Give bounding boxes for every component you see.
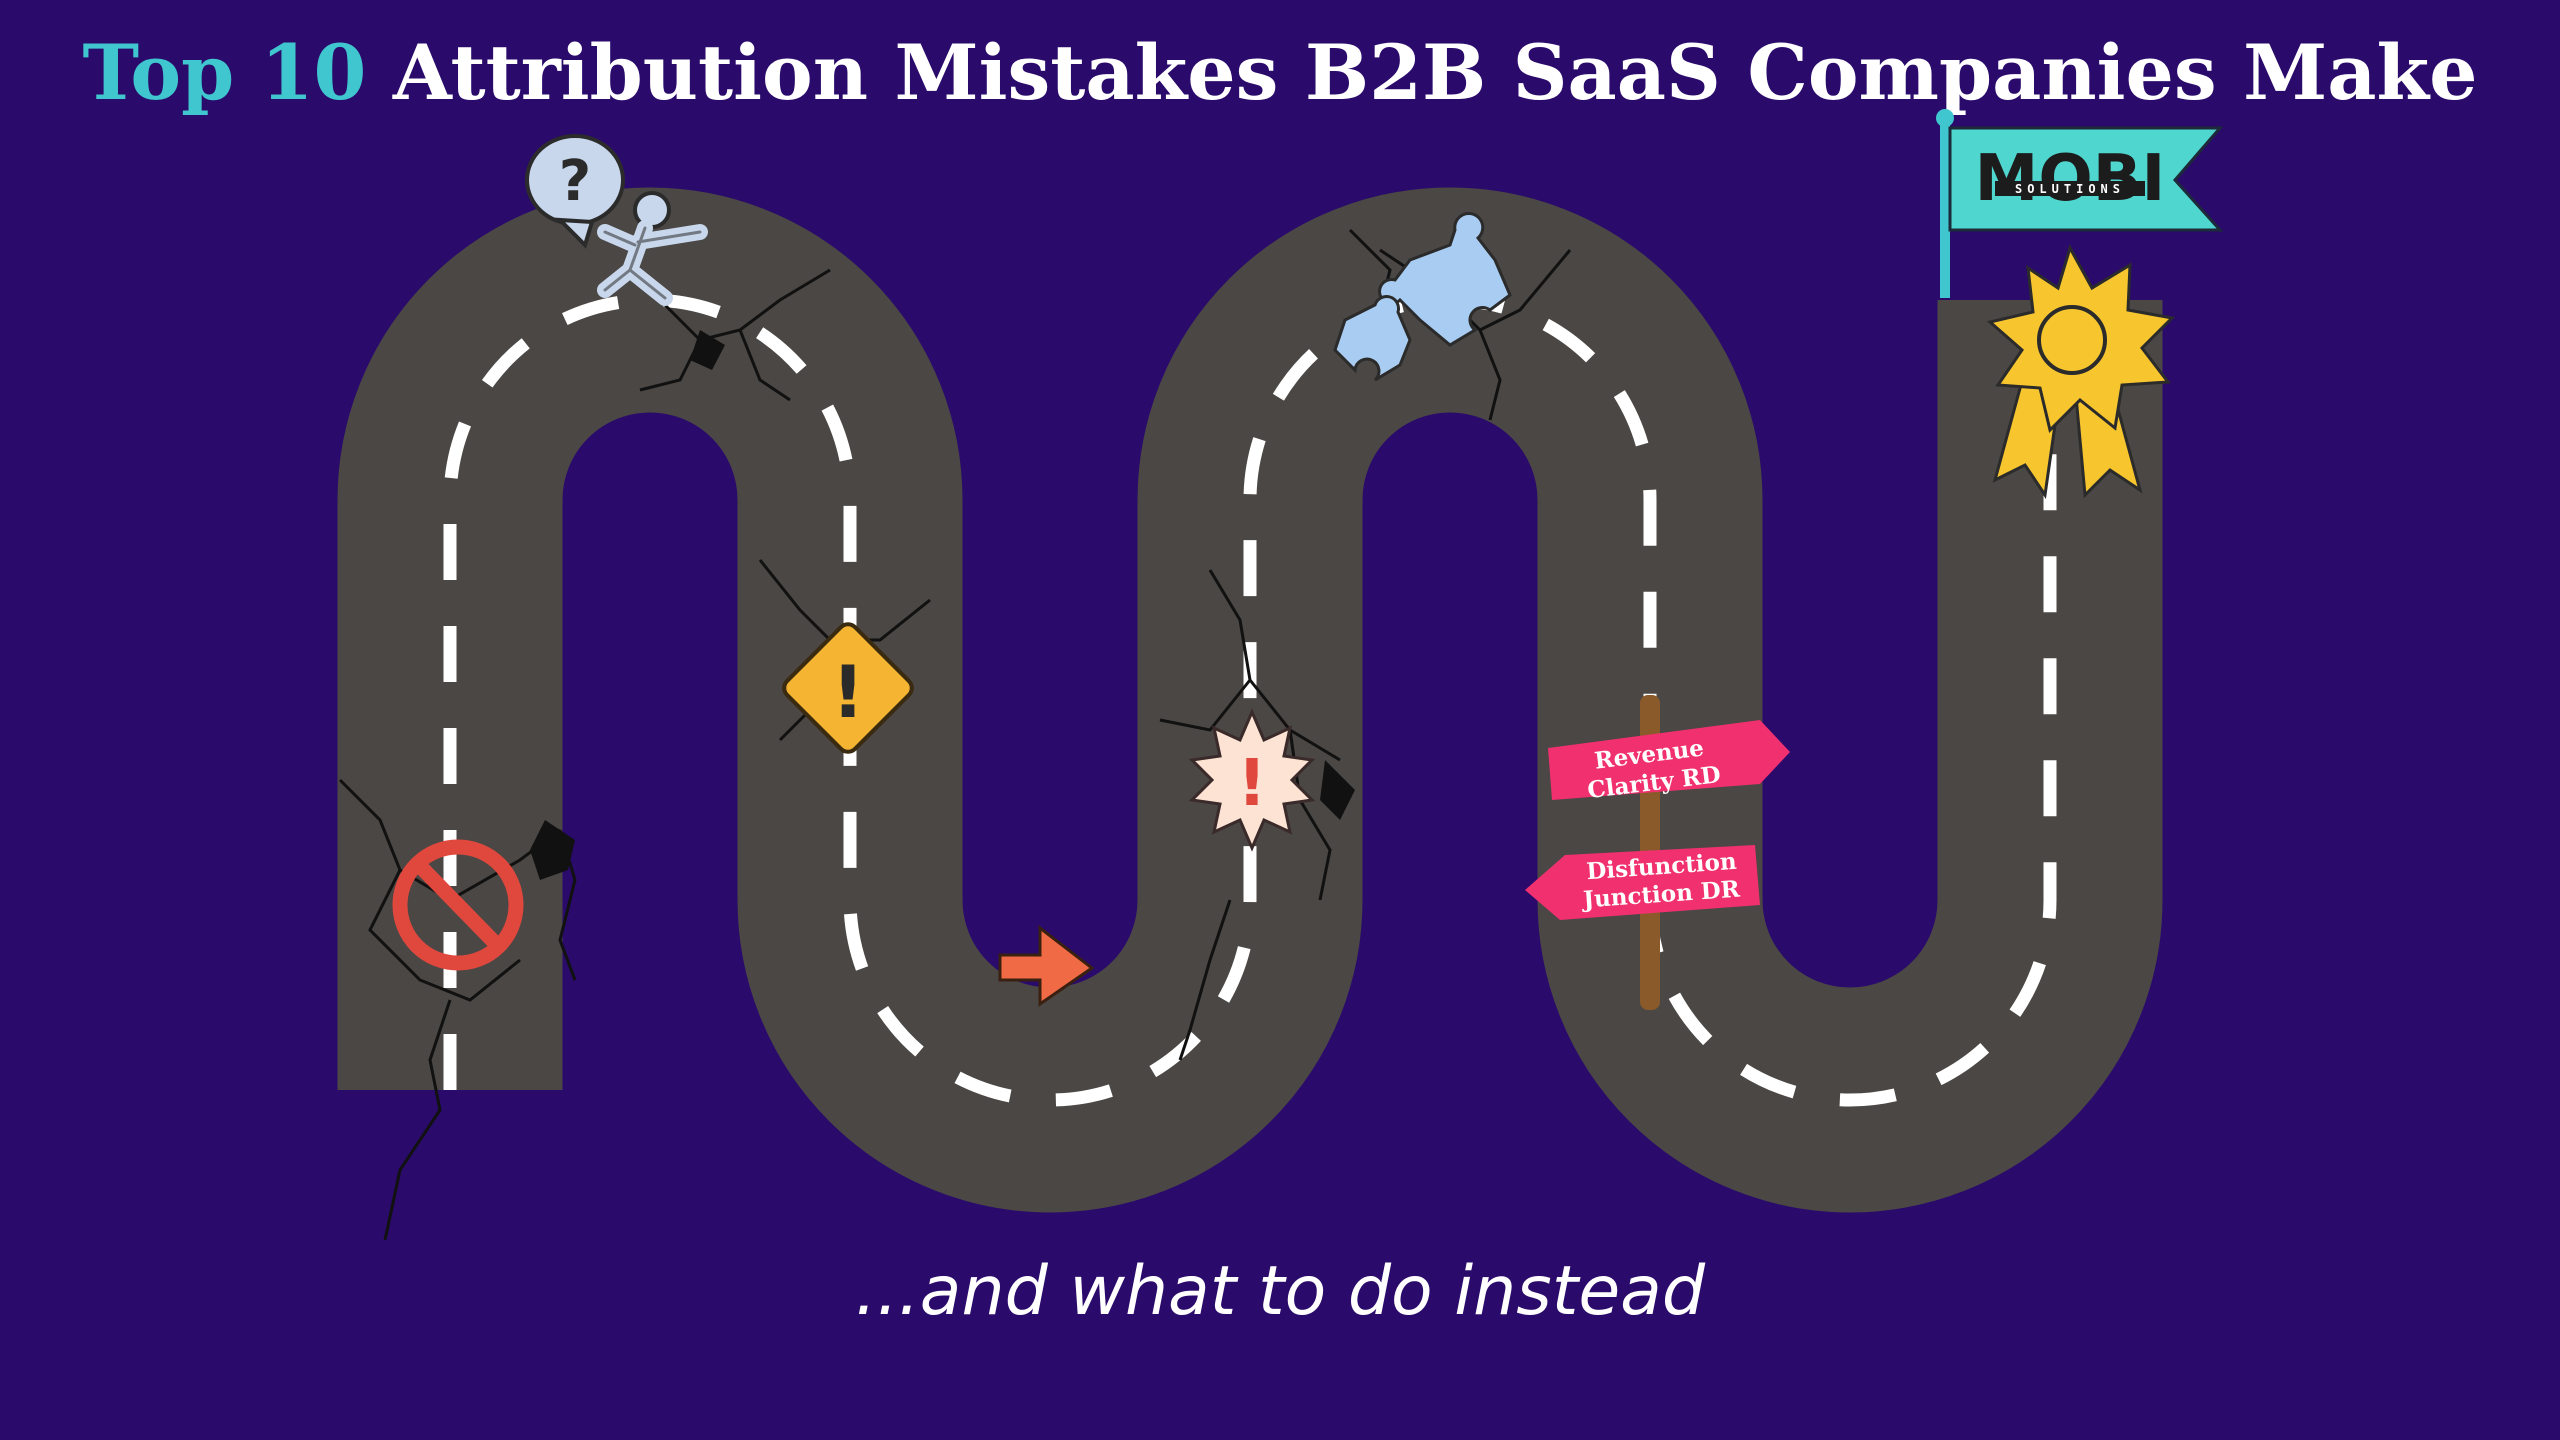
road-surface xyxy=(337,187,2163,1213)
mobi-flag: MOBI SOLUTIONS xyxy=(1936,109,2224,298)
sign-disfunction-junction xyxy=(1525,845,1760,920)
flag-brand: MOBI xyxy=(1975,142,2166,216)
alert-mark: ! xyxy=(1237,747,1266,821)
puzzle-pieces-icon xyxy=(1333,211,1512,382)
title-accent: Top 10 xyxy=(82,28,367,117)
award-badge-icon xyxy=(1986,244,2176,500)
flag-sub: SOLUTIONS xyxy=(2015,182,2125,196)
warning-icon: ! xyxy=(782,622,914,754)
crack-holes xyxy=(530,330,1355,880)
road-center-dashes xyxy=(443,293,2057,1107)
alert-burst-icon: ! xyxy=(1188,708,1316,852)
title-rest: Attribution Mistakes B2B SaaS Companies … xyxy=(392,28,2478,117)
signpost: Revenue Clarity RD Disfunction Junction … xyxy=(1525,695,1790,1010)
confused-figure: ? xyxy=(525,134,708,306)
question-mark-icon: ? xyxy=(559,149,591,214)
page-title: Top 10 Attribution Mistakes B2B SaaS Com… xyxy=(0,28,2560,117)
subtitle: ...and what to do instead xyxy=(854,1252,1706,1331)
no-entry-icon xyxy=(392,839,524,971)
sign-revenue-clarity xyxy=(1548,720,1790,800)
warning-mark: ! xyxy=(832,650,865,734)
arrow-right-icon xyxy=(998,924,1095,1007)
